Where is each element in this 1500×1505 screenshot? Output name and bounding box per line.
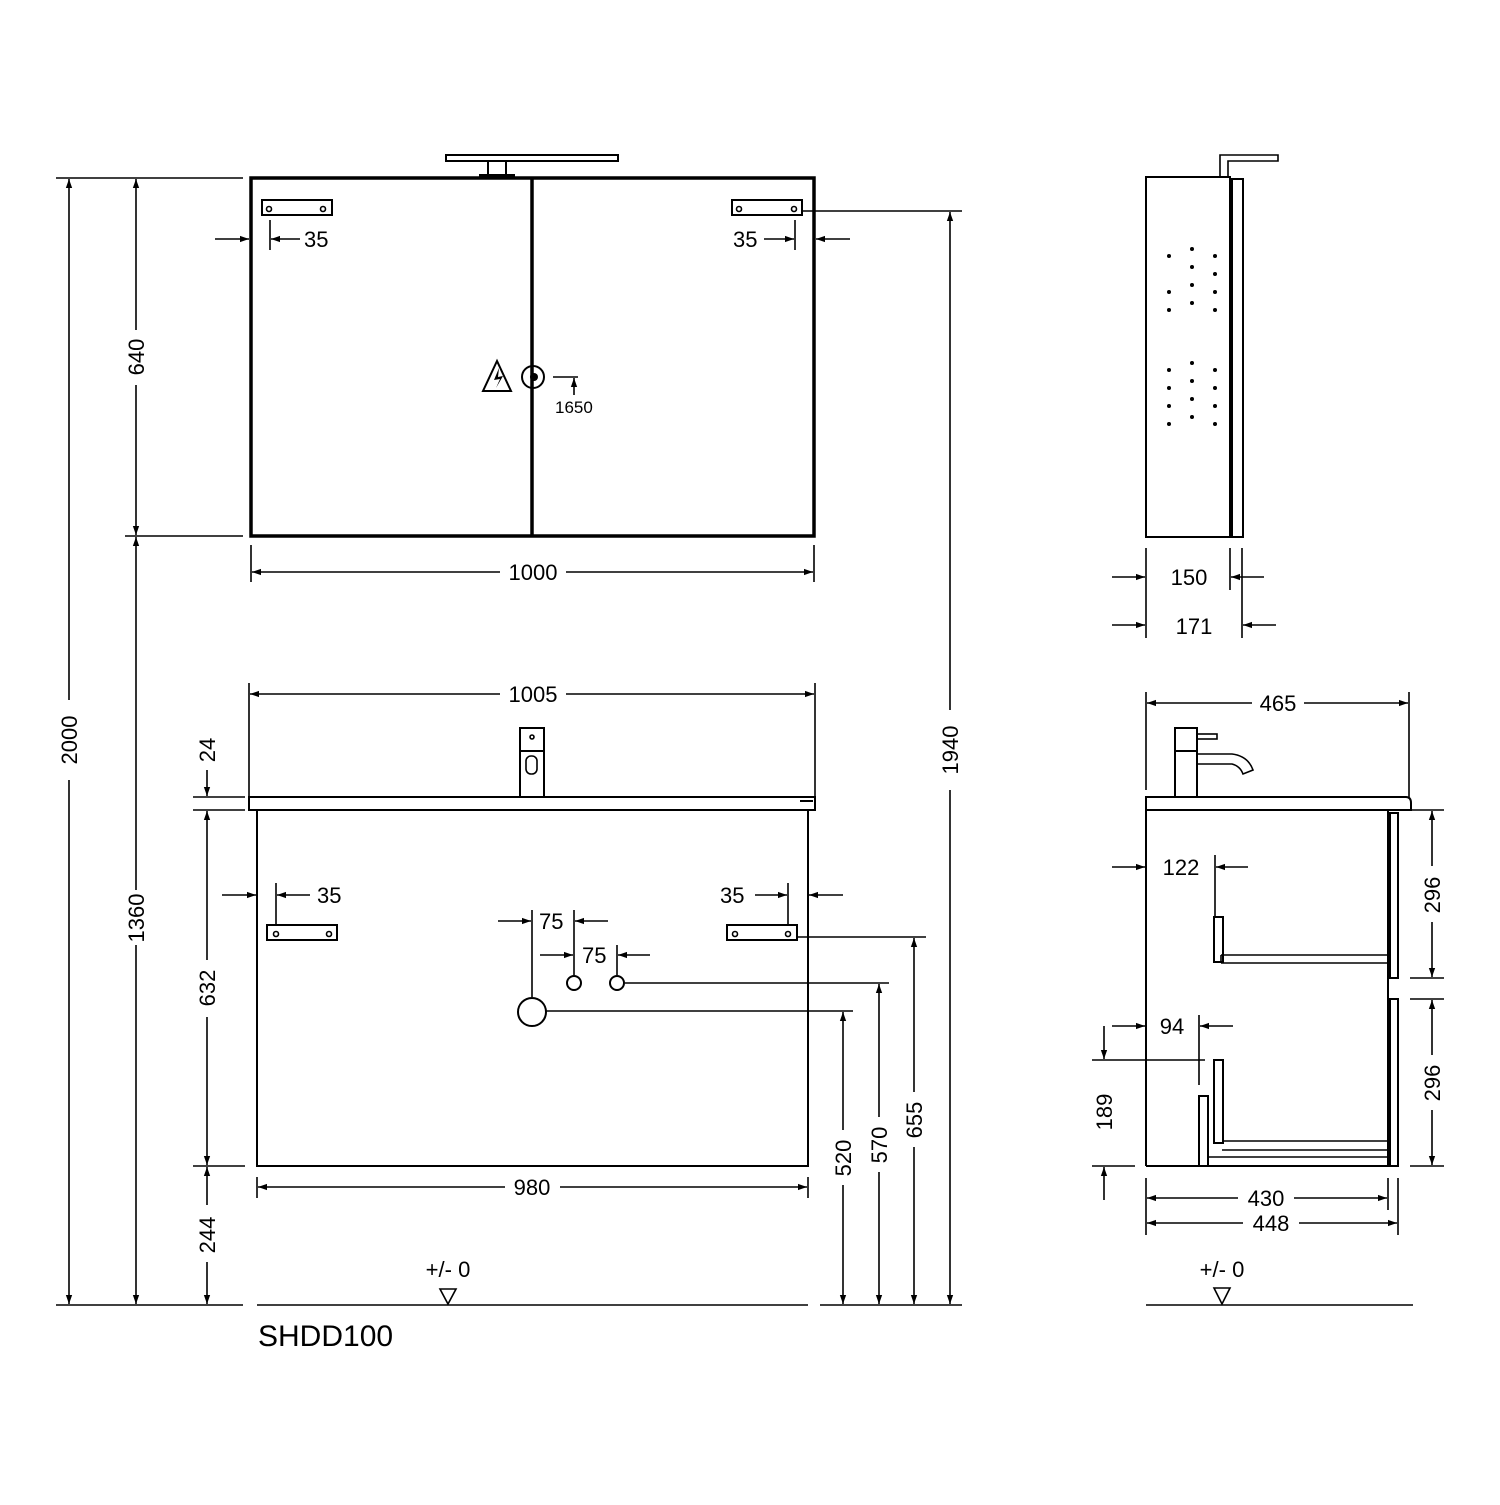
mirror-body-depth: 150: [1171, 565, 1208, 590]
vanity-body-depth: 430: [1248, 1186, 1285, 1211]
ventilation-dots-lower: [1167, 361, 1217, 426]
vanity-bracket-right: [726, 924, 798, 941]
top-width: 1005: [509, 682, 558, 707]
vanity-bracket-left-offset: 35: [317, 883, 341, 908]
vanity-top-depth: 465: [1260, 691, 1297, 716]
supply-height: 570: [867, 1127, 892, 1164]
upper-drawer-offset: 122: [1163, 855, 1200, 880]
faucet-icon: [519, 727, 545, 798]
mirror-bracket-left-offset: 35: [304, 227, 328, 252]
floor-level-marker-icon: [438, 1288, 458, 1306]
model-code: SHDD100: [258, 1320, 393, 1353]
total-height: 2000: [57, 716, 82, 765]
mirror-width: 1000: [509, 560, 558, 585]
vanity-side-view: 465 122 94: [1092, 691, 1445, 1306]
socket-height: 1650: [555, 398, 593, 417]
floor-level-marker-side-icon: [1212, 1287, 1232, 1306]
drawer-depth: 448: [1253, 1211, 1290, 1236]
floor-level-label: +/- 0: [426, 1257, 471, 1282]
vanity-bracket-right-offset: 35: [720, 883, 744, 908]
vanity-body-height: 632: [195, 970, 220, 1007]
floor-level-label-side: +/- 0: [1200, 1257, 1245, 1282]
mirror-cabinet-side-view: 150 171: [1112, 154, 1279, 639]
drain-hole: [517, 997, 547, 1027]
supply-hole-2: [609, 975, 625, 991]
wall-gap-height: 244: [195, 1217, 220, 1254]
lower-cutout-height: 189: [1092, 1094, 1117, 1131]
mirror-bracket-left: [261, 199, 333, 216]
vanity-bracket-left: [266, 924, 338, 941]
drain-height: 520: [831, 1140, 856, 1177]
vanity-bracket-height: 655: [902, 1102, 927, 1139]
mirror-bracket-right: [731, 199, 962, 216]
supply-hole-1: [566, 975, 582, 991]
lower-drawer-offset: 94: [1160, 1014, 1184, 1039]
vanity-body-width: 980: [514, 1175, 551, 1200]
vanity-front-view: 1005 24 632 244: [193, 212, 963, 1353]
lamp-icon: [445, 154, 619, 162]
faucet-side-icon: [1174, 727, 1255, 798]
lower-drawer-height: 296: [1420, 1065, 1445, 1102]
overall-height-dimensions: 2000 640 1360: [56, 177, 243, 1306]
mirror-total-depth: 171: [1176, 614, 1213, 639]
ventilation-dots-upper: [1167, 247, 1217, 312]
top-thickness: 24: [195, 738, 220, 762]
supply-spacing: 75: [582, 943, 606, 968]
mirror-bracket-height: 1940: [938, 726, 963, 775]
drain-to-supply-spacing: 75: [539, 909, 563, 934]
mirror-cabinet-front-view: 35 35 1650 1000: [215, 154, 962, 585]
mirror-height: 640: [124, 339, 149, 376]
socket-icon: [521, 365, 545, 389]
mirror-bracket-right-offset: 35: [733, 227, 757, 252]
upper-drawer-height: 296: [1420, 877, 1445, 914]
electrical-hazard-icon: [481, 358, 513, 392]
mirror-bottom-height: 1360: [124, 894, 149, 943]
